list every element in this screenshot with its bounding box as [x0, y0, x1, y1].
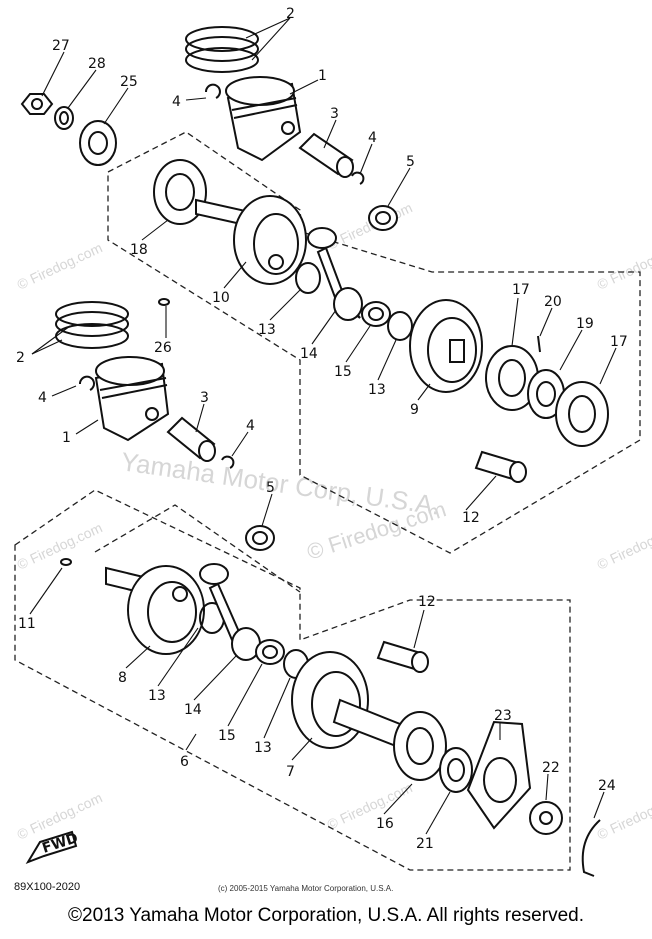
small-copyright: (c) 2005-2015 Yamaha Motor Corporation, …	[218, 884, 394, 893]
clip-4-upper-right	[351, 171, 365, 185]
callout-14: 14	[300, 346, 318, 362]
nut-27	[20, 93, 54, 115]
piston-1-upper	[225, 76, 302, 162]
callout-3: 3	[200, 390, 209, 406]
bearing-18	[153, 159, 207, 225]
footer-copyright: ©2013 Yamaha Motor Corporation, U.S.A. A…	[68, 905, 584, 926]
conrod-14-upper	[307, 227, 363, 321]
cylinder2-outline	[94, 504, 301, 593]
watermark-repeat: © Firedog.com	[325, 199, 415, 252]
clip-4-upper	[204, 83, 221, 99]
callout-1: 1	[318, 68, 327, 84]
callout-11: 11	[18, 616, 36, 632]
crank-wheel-10	[233, 195, 307, 285]
bearing-17-right	[555, 381, 609, 447]
callout-1: 1	[62, 430, 71, 446]
bearing-16	[393, 711, 447, 781]
callout-4: 4	[368, 130, 377, 146]
watermark-repeat: © Firedog.com	[15, 239, 105, 292]
crankpin-12-lower	[376, 640, 429, 673]
callout-10: 10	[212, 290, 230, 306]
callout-20: 20	[544, 294, 562, 310]
bearing-15-lower	[255, 639, 285, 665]
needle-bearing-5-middle	[245, 525, 275, 551]
leader-lines	[29, 17, 617, 835]
key-11	[60, 558, 72, 566]
crankpin-12-upper	[474, 450, 527, 483]
lower-crank-outline	[14, 489, 571, 871]
callout-26: 26	[154, 340, 172, 356]
watermark-repeat: © Firedog.com	[595, 789, 652, 842]
callout-2: 2	[16, 350, 25, 366]
callout-18: 18	[130, 242, 148, 258]
key-26	[158, 298, 170, 306]
watermark-repeat: © Firedog.com	[325, 779, 415, 832]
circlip-24	[581, 819, 601, 877]
callout-13: 13	[368, 382, 386, 398]
callout-5: 5	[406, 154, 415, 170]
watermark-repeat: © Firedog.com	[15, 519, 105, 572]
needle-bearing-5-upper	[368, 205, 398, 231]
callout-13: 13	[254, 740, 272, 756]
crank-wheel-8	[127, 565, 205, 655]
callout-labels: 2 27 28 25 4 1 3 4 5 18 10 26 13 14 15 1…	[16, 6, 628, 852]
washer-28-hole	[59, 111, 69, 125]
callout-2: 2	[286, 6, 295, 22]
callout-27: 27	[52, 38, 70, 54]
callout-8: 8	[118, 670, 127, 686]
piston-rings-middle	[55, 301, 129, 349]
washer-13-upper-right	[387, 311, 413, 341]
callout-28: 28	[88, 56, 106, 72]
callout-4: 4	[246, 418, 255, 434]
callout-23: 23	[494, 708, 512, 724]
callout-6: 6	[180, 754, 189, 770]
callout-16: 16	[376, 816, 394, 832]
callout-13: 13	[148, 688, 166, 704]
callout-25: 25	[120, 74, 138, 90]
callout-24: 24	[598, 778, 616, 794]
housing-23	[466, 720, 532, 830]
conrod-14-lower	[199, 563, 261, 661]
fwd-label: FWD	[40, 830, 80, 857]
callout-15: 15	[334, 364, 352, 380]
callout-12: 12	[462, 510, 480, 526]
washer-28	[54, 106, 74, 130]
washer-13-upper	[295, 262, 321, 294]
piston-pin-3-middle	[166, 416, 216, 462]
callout-12: 12	[418, 594, 436, 610]
oil-seal-25	[79, 120, 117, 166]
callout-7: 7	[286, 764, 295, 780]
callout-3: 3	[330, 106, 339, 122]
clip-4-middle-right	[221, 455, 235, 469]
watermark-repeat: © Firedog.com	[595, 239, 652, 292]
callout-21: 21	[416, 836, 434, 852]
callout-9: 9	[410, 402, 419, 418]
callout-19: 19	[576, 316, 594, 332]
piston-pin-3-upper	[298, 132, 354, 178]
bearing-17-left	[485, 345, 539, 411]
seal-21	[439, 747, 473, 793]
crank-wheel-9	[409, 299, 483, 393]
callout-4: 4	[172, 94, 181, 110]
callout-5: 5	[266, 480, 275, 496]
piston-1-middle	[94, 356, 170, 442]
clip-4-middle	[78, 375, 95, 391]
sprocket-22	[529, 801, 563, 835]
piston-rings-upper	[185, 26, 259, 73]
watermark-repeat: © Firedog.com	[595, 519, 652, 572]
dowel-pin-20	[537, 335, 541, 353]
callout-17: 17	[610, 334, 628, 350]
drawing-code: 89X100-2020	[14, 881, 81, 893]
callout-15: 15	[218, 728, 236, 744]
callout-22: 22	[542, 760, 560, 776]
callout-13: 13	[258, 322, 276, 338]
callout-17: 17	[512, 282, 530, 298]
bearing-15-upper	[361, 301, 391, 327]
crank-wheel-7	[291, 651, 402, 749]
callout-14: 14	[184, 702, 202, 718]
callout-4: 4	[38, 390, 47, 406]
